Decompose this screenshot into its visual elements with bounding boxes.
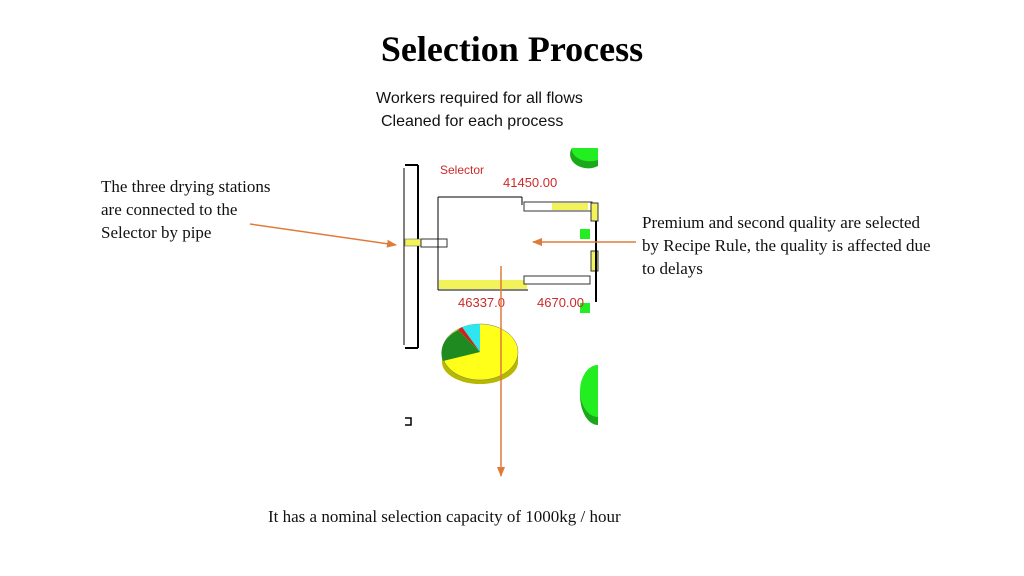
left-annotation-line-1: The three drying stations	[101, 177, 271, 196]
storage-tank-top	[570, 148, 598, 169]
value-bottom-left: 46337.0	[458, 295, 505, 310]
output-pipes	[523, 201, 599, 302]
inlet-pipe	[420, 238, 448, 248]
status-indicator-2	[580, 303, 590, 313]
subtitle-line-1: Workers required for all flows	[376, 90, 583, 107]
manifold-bracket	[403, 164, 419, 349]
right-annotation-line-1: Premium and second quality are selected	[642, 213, 921, 232]
selector-level-bar	[439, 280, 527, 289]
right-annotation-line-2: by Recipe Rule, the quality is affected …	[642, 236, 931, 255]
value-bottom-right: 4670.00	[537, 295, 584, 310]
status-indicator-1	[580, 229, 590, 239]
left-annotation: The three drying stations are connected …	[101, 175, 271, 244]
bottom-annotation: It has a nominal selection capacity of 1…	[268, 507, 621, 526]
selector-label: Selector	[440, 163, 484, 177]
left-annotation-arrow	[249, 223, 397, 248]
quality-pie	[441, 323, 519, 384]
left-annotation-line-3: Selector by pipe	[101, 223, 212, 242]
left-annotation-line-2: are connected to the	[101, 200, 238, 219]
storage-tank-bottom	[580, 365, 598, 425]
subtitle-line-2: Cleaned for each process	[381, 113, 564, 130]
inlet-pipe-yellow	[404, 238, 422, 247]
selector-box	[437, 196, 528, 291]
page-title: Selection Process	[380, 29, 644, 69]
value-top: 41450.00	[503, 175, 557, 190]
corner-marker	[405, 417, 412, 426]
right-annotation: Premium and second quality are selected …	[642, 211, 931, 280]
right-annotation-line-3: to delays	[642, 259, 703, 278]
